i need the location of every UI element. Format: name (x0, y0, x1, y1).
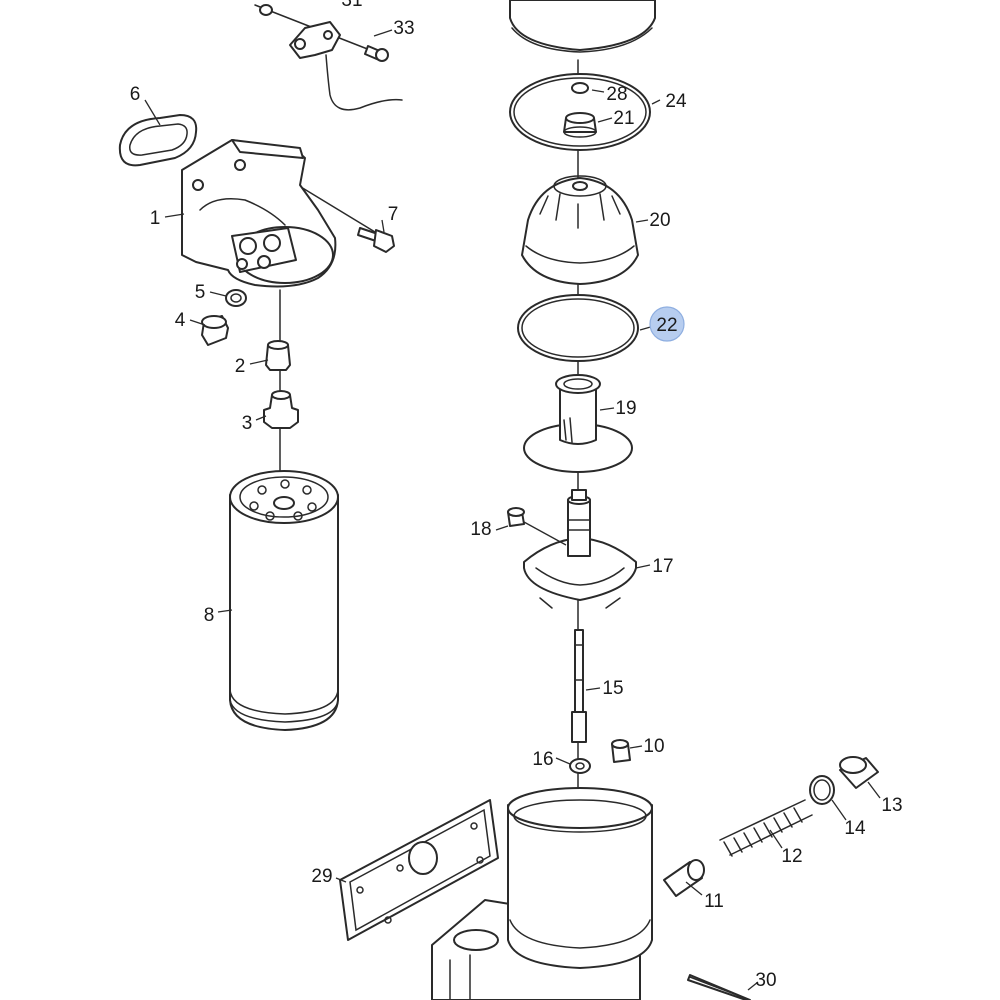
callout-16[interactable]: 16 (532, 749, 553, 770)
callout-label-14: 14 (844, 818, 866, 839)
part-cap-top (509, 0, 656, 53)
callout-label-17: 17 (652, 556, 673, 577)
callout-5[interactable]: 5 (195, 282, 206, 303)
part-4-plug (201, 315, 229, 346)
callout-label-20: 20 (649, 210, 670, 231)
callout-17[interactable]: 17 (652, 556, 673, 577)
callout-label-3: 3 (242, 413, 253, 434)
callout-label-24: 24 (665, 91, 687, 112)
callout-label-11: 11 (704, 891, 724, 912)
callout-label-31: 31 (341, 0, 362, 11)
callout-20[interactable]: 20 (649, 210, 670, 231)
part-13-plug (839, 756, 879, 789)
callout-31[interactable]: 31 (341, 0, 362, 11)
callout-1[interactable]: 1 (150, 208, 161, 229)
part-10-nut (611, 739, 631, 763)
part-28-seal (571, 82, 589, 94)
callout-label-18: 18 (470, 519, 491, 540)
callout-6[interactable]: 6 (130, 84, 141, 105)
callout-7[interactable]: 7 (388, 204, 399, 225)
part-31-bracket (259, 4, 403, 111)
callout-28[interactable]: 28 (606, 84, 627, 105)
callout-12[interactable]: 12 (781, 846, 802, 867)
callout-label-22: 22 (656, 315, 677, 336)
callout-label-7: 7 (388, 204, 399, 225)
callout-label-16: 16 (532, 749, 553, 770)
callout-14[interactable]: 14 (844, 818, 866, 839)
callout-label-19: 19 (615, 398, 636, 419)
part-19-flange-tube (523, 374, 633, 473)
part-7-bolt (357, 227, 395, 253)
callout-label-4: 4 (175, 310, 186, 331)
part-housing-base (431, 787, 653, 1000)
callout-label-21: 21 (613, 108, 634, 129)
part-21-nut (563, 112, 597, 138)
part-20-cover (521, 175, 639, 285)
callout-33[interactable]: 33 (393, 18, 414, 39)
callout-19[interactable]: 19 (615, 398, 636, 419)
callout-label-5: 5 (195, 282, 206, 303)
callout-11[interactable]: 11 (704, 891, 724, 912)
part-2-nipple (265, 340, 291, 371)
callout-label-12: 12 (781, 846, 802, 867)
leader-lines (144, 29, 881, 991)
callout-label-15: 15 (602, 678, 623, 699)
callout-label-1: 1 (150, 208, 161, 229)
callout-22[interactable]: 22 (649, 306, 685, 342)
part-29-gasket (339, 799, 499, 941)
callout-label-33: 33 (393, 18, 414, 39)
part-8-filter-cartridge (229, 470, 339, 731)
callout-4[interactable]: 4 (175, 310, 186, 331)
callout-label-13: 13 (881, 795, 902, 816)
part-5-washer (225, 289, 247, 307)
callout-21[interactable]: 21 (613, 108, 634, 129)
callout-8[interactable]: 8 (204, 605, 215, 626)
callout-label-30: 30 (755, 970, 776, 991)
part-15-shaft (571, 629, 587, 743)
part-18-screw (507, 507, 525, 527)
callout-18[interactable]: 18 (470, 519, 491, 540)
callout-label-29: 29 (311, 866, 332, 887)
callout-15[interactable]: 15 (602, 678, 623, 699)
callout-30[interactable]: 30 (755, 970, 776, 991)
callout-label-2: 2 (235, 356, 246, 377)
part-14-washer (809, 775, 835, 805)
part-1-filter-head (181, 139, 337, 288)
callout-3[interactable]: 3 (242, 413, 253, 434)
part-12-spring (719, 799, 813, 857)
callout-10[interactable]: 10 (643, 736, 664, 757)
callout-29[interactable]: 29 (311, 866, 332, 887)
callout-24[interactable]: 24 (665, 91, 687, 112)
callout-2[interactable]: 2 (235, 356, 246, 377)
callout-label-28: 28 (606, 84, 627, 105)
part-16-washer (569, 758, 591, 774)
callout-label-6: 6 (130, 84, 141, 105)
part-3-adapter (263, 390, 299, 429)
part-17-valve-body (523, 489, 637, 609)
callout-label-8: 8 (204, 605, 215, 626)
callout-label-10: 10 (643, 736, 664, 757)
callout-highlight-circle (649, 306, 685, 342)
part-6-gasket (118, 114, 198, 167)
part-22-oring (517, 294, 639, 362)
callout-13[interactable]: 13 (881, 795, 902, 816)
part-11-sleeve (663, 859, 705, 897)
part-30-stud (687, 974, 751, 1000)
